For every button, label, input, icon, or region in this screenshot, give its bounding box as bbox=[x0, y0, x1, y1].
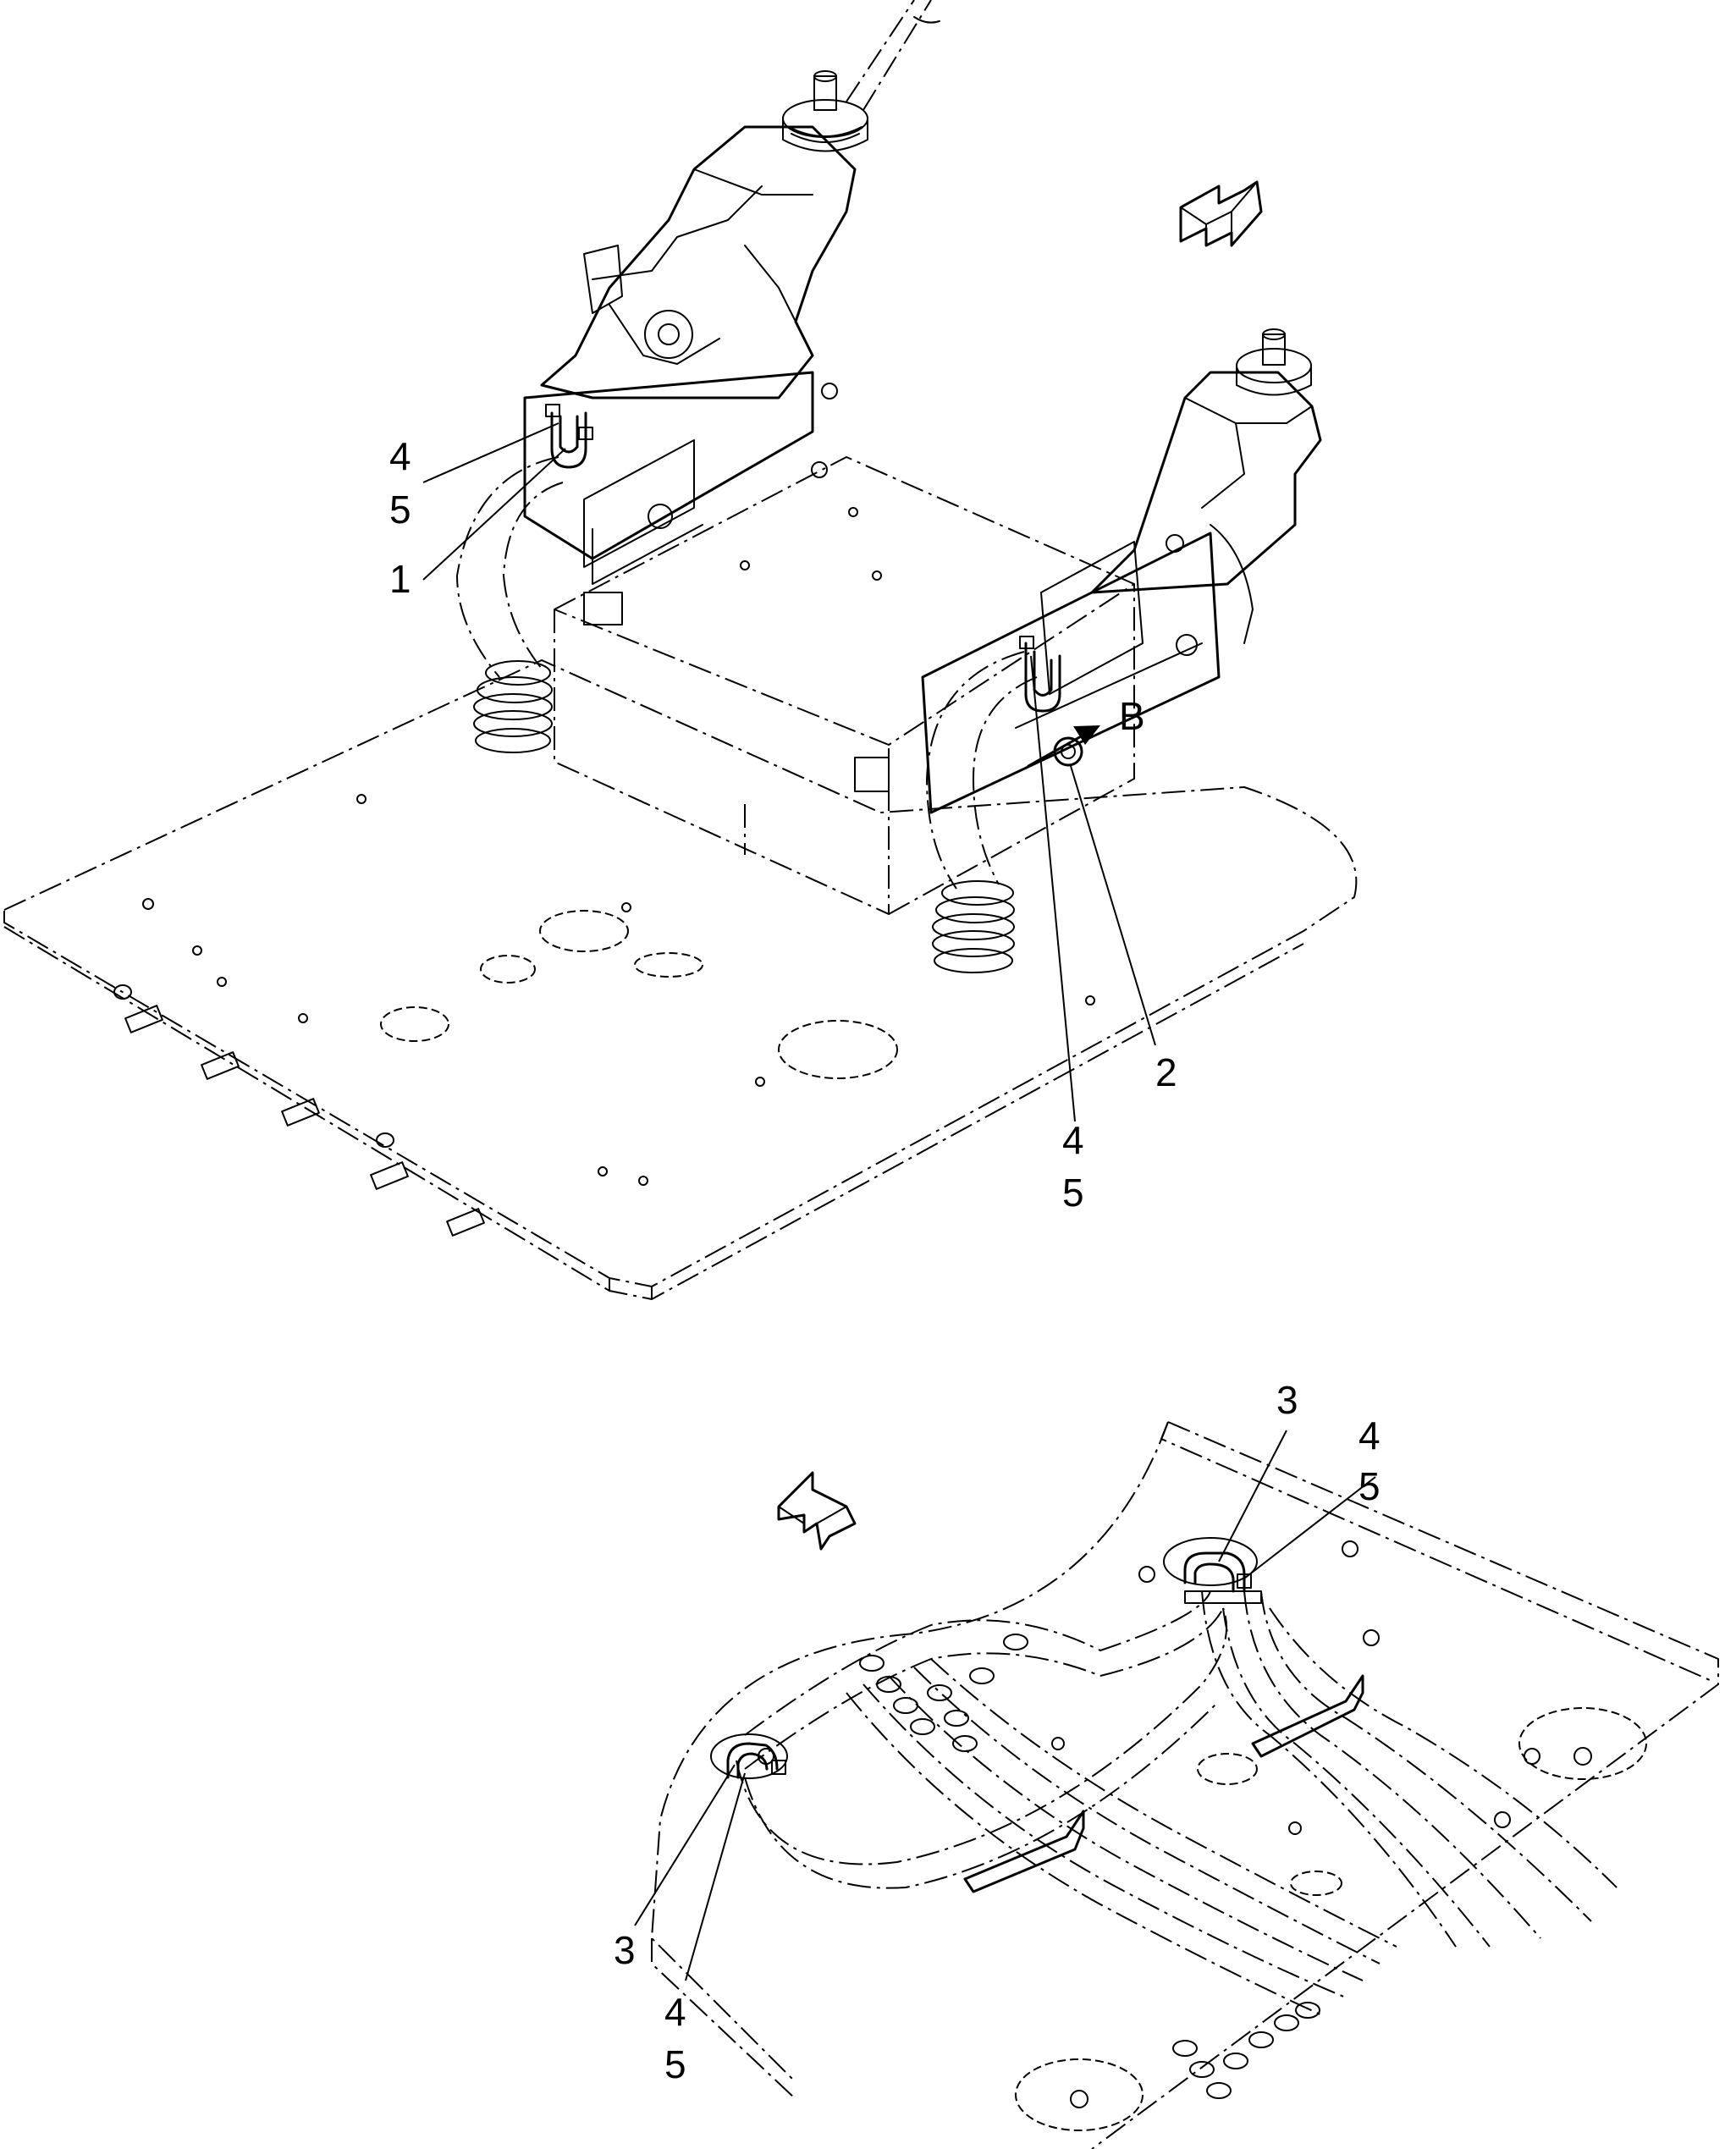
front-direction-arrow-icon bbox=[1179, 180, 1263, 247]
left-control-tower bbox=[540, 0, 940, 399]
right-control-tower bbox=[1090, 328, 1322, 644]
right-bracket bbox=[854, 532, 1221, 814]
callout-item-5: 5 bbox=[1358, 1464, 1381, 1508]
callout-item-2: 2 bbox=[1155, 1050, 1177, 1094]
view-marker-b: B bbox=[1119, 694, 1145, 738]
floor-holes bbox=[142, 794, 1095, 1186]
callout-item-3: 3 bbox=[614, 1928, 636, 1972]
callout-item-4: 4 bbox=[389, 434, 411, 478]
floor-plate bbox=[3, 659, 1358, 1300]
callout-item-5: 5 bbox=[664, 2042, 686, 2086]
callout-item-4: 4 bbox=[1358, 1413, 1381, 1457]
floor-studs bbox=[113, 984, 485, 1237]
lower-left-clamp bbox=[710, 1733, 788, 1779]
callout-item-3: 3 bbox=[1276, 1378, 1298, 1422]
underside-floor-plate bbox=[651, 1421, 1719, 2149]
lower-right-clamp bbox=[1163, 1537, 1262, 1604]
front-direction-arrow-icon bbox=[777, 1471, 857, 1551]
upper-view: B 4 5 1 4 5 2 bbox=[3, 0, 1358, 1300]
hose-bundle bbox=[736, 1590, 1618, 2099]
callout-item-5: 5 bbox=[389, 488, 411, 532]
lower-leaders bbox=[634, 1430, 1376, 1981]
left-hose bbox=[456, 456, 564, 753]
callout-item-4: 4 bbox=[1062, 1118, 1084, 1162]
lower-view: 3 4 5 3 4 5 bbox=[614, 1378, 1719, 2149]
left-bracket bbox=[523, 371, 838, 625]
callout-item-1: 1 bbox=[389, 557, 411, 601]
right-hose bbox=[926, 651, 1038, 973]
right-clamp bbox=[1019, 636, 1061, 713]
hose-retainer-brackets bbox=[963, 1674, 1364, 1893]
console-box bbox=[554, 456, 1135, 915]
upper-leaders bbox=[422, 422, 1156, 1122]
item-2-fitting bbox=[1027, 725, 1100, 768]
callout-item-4: 4 bbox=[664, 1990, 686, 2034]
left-clamp bbox=[545, 404, 593, 469]
callout-item-5: 5 bbox=[1062, 1171, 1084, 1215]
